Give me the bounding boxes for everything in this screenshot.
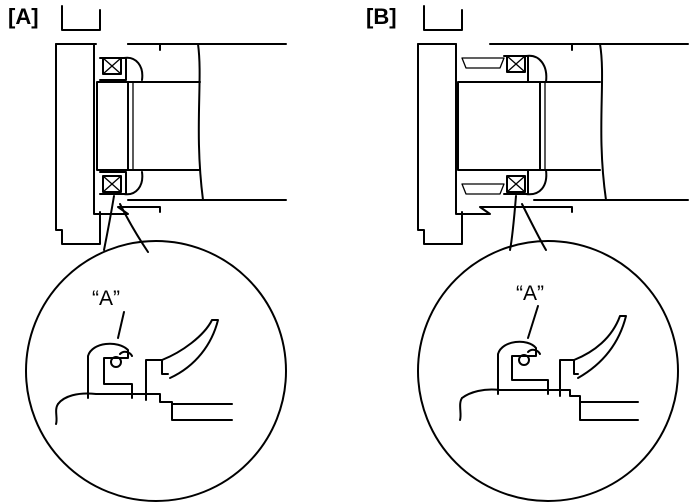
panel-a-upper-bearing [99,56,144,81]
panel-a-lower-bearing [99,171,144,196]
panel-b-upper-bearing [503,54,548,83]
panel-b-shaft [457,43,689,201]
panel-b-lower-bearing [503,169,548,196]
panel-a: [A] [8,4,287,502]
panel-a-magnifier: “A” [25,240,287,502]
panel-b-callout: “A” [516,282,544,305]
panel-b-housing [417,5,573,245]
panel-a-leader [103,195,149,253]
panel-a-label: [A] [8,4,39,29]
panel-a-housing [55,5,161,245]
panel-a-shaft [96,43,287,201]
panel-b: [B] [366,4,689,502]
panel-a-callout: “A” [92,287,120,310]
panel-b-magnifier: “A” [417,240,679,502]
panel-b-label: [B] [366,4,397,29]
